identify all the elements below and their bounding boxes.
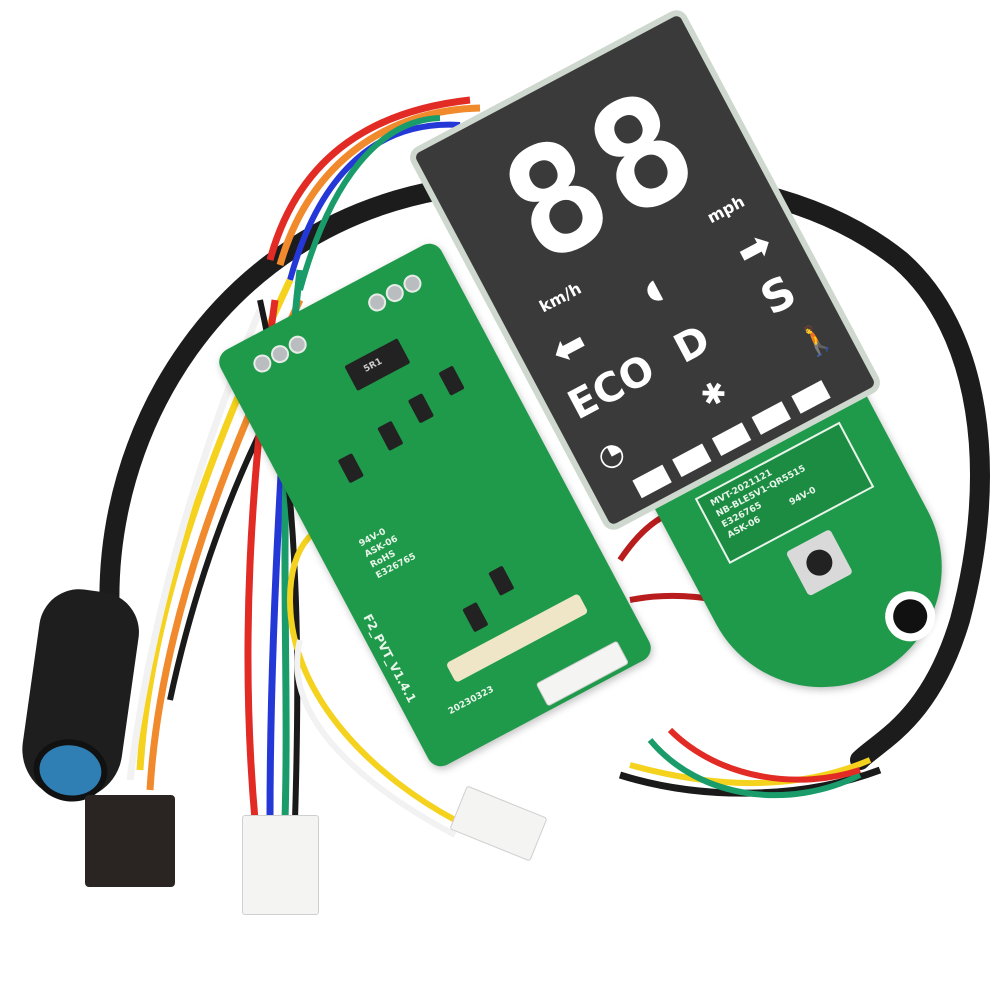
headlight-icon: ◖ bbox=[638, 272, 668, 309]
diode bbox=[438, 365, 465, 396]
battery-bar-2 bbox=[672, 443, 712, 478]
drive-mode-label: D bbox=[666, 316, 718, 373]
shunt-resistor: 5R1 bbox=[344, 338, 411, 392]
pedestrian-walk-icon: 🚶 bbox=[791, 315, 842, 365]
diode bbox=[407, 393, 435, 424]
tactile-button[interactable] bbox=[785, 528, 854, 597]
diode bbox=[337, 452, 365, 484]
left-arrow-icon: ⬅ bbox=[543, 319, 595, 376]
button-cap[interactable] bbox=[801, 545, 837, 581]
transistor bbox=[462, 601, 489, 633]
black-dupont-connector bbox=[85, 795, 175, 887]
cruise-speed-icon: ◔ bbox=[591, 433, 631, 477]
battery-bar-1 bbox=[632, 464, 672, 499]
battery-bar-3 bbox=[711, 422, 752, 456]
battery-bar-5 bbox=[791, 380, 831, 414]
transistor bbox=[488, 565, 515, 596]
sport-mode-label: S bbox=[752, 265, 805, 326]
diode bbox=[377, 420, 404, 452]
bluetooth-icon: ✱ bbox=[694, 373, 734, 416]
board-date-code: 20230323 bbox=[446, 684, 496, 718]
white-4pin-connector bbox=[242, 815, 319, 915]
battery-bar-4 bbox=[751, 401, 791, 435]
